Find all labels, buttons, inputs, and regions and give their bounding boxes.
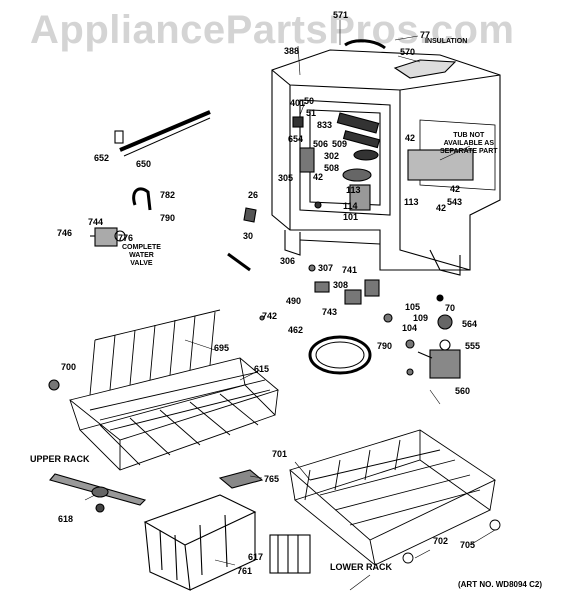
part-label: 701 xyxy=(272,449,288,459)
part-label: 790 xyxy=(160,213,176,223)
part-label: 51 xyxy=(306,108,317,118)
part-label: 42 xyxy=(450,184,461,194)
part-label: 307 xyxy=(318,263,334,273)
part-label: 508 xyxy=(324,163,340,173)
part-label: 101 xyxy=(343,212,359,222)
part-label: 114 xyxy=(343,201,358,211)
part-label: 765 xyxy=(264,474,280,484)
part-label: 743 xyxy=(322,307,338,317)
caption-lower-rack: LOWER RACK xyxy=(330,562,392,572)
part-label: 109 xyxy=(413,313,429,323)
caption-insulation: INSULATION xyxy=(425,38,468,45)
part-label: 571 xyxy=(333,10,349,20)
door-spring-link xyxy=(227,252,251,272)
part-label: 506 xyxy=(313,139,329,149)
part-label: 702 xyxy=(433,536,449,546)
part-label: 654 xyxy=(288,134,304,144)
part-label: 462 xyxy=(288,325,304,335)
small-hardware xyxy=(48,264,415,391)
part-label: 761 xyxy=(237,566,253,576)
basket-cover xyxy=(218,469,264,489)
dishwasher-tub xyxy=(271,49,501,276)
part-label: 26 xyxy=(248,190,259,200)
part-label: 705 xyxy=(460,540,476,550)
art-number: (ART NO. WD8094 C2) xyxy=(457,580,542,589)
caption-upper-rack: UPPER RACK xyxy=(30,454,90,464)
part-label: 555 xyxy=(465,341,481,351)
part-label: 308 xyxy=(333,280,349,290)
silverware-basket xyxy=(143,494,257,591)
part-label: 741 xyxy=(342,265,358,275)
part-label: 509 xyxy=(332,139,348,149)
drain-hose xyxy=(308,335,372,375)
tub-top-insulation xyxy=(344,39,457,79)
part-label: 42 xyxy=(313,172,324,182)
watermark: AppliancePartsPros.com xyxy=(30,8,515,52)
part-label: 615 xyxy=(254,364,270,374)
part-label: 618 xyxy=(58,514,74,524)
part-label: 302 xyxy=(324,151,340,161)
part-label: 490 xyxy=(286,296,302,306)
hinge-part xyxy=(243,207,257,223)
part-label: 570 xyxy=(400,47,416,57)
part-label: 104 xyxy=(402,323,418,333)
small-basket xyxy=(269,534,311,574)
motor-pump-assembly xyxy=(417,294,461,379)
upper-rack xyxy=(69,309,279,471)
part-label: 617 xyxy=(248,552,264,562)
part-label: 652 xyxy=(94,153,110,163)
part-label: 113 xyxy=(404,197,419,207)
part-label: 77 xyxy=(420,30,431,40)
part-label: 388 xyxy=(284,46,300,56)
lower-rack xyxy=(289,429,501,566)
caption-complete-water-valve: COMPLETE WATER VALVE xyxy=(122,244,161,267)
part-label: 105 xyxy=(405,302,421,312)
part-label: 564 xyxy=(462,319,478,329)
part-label: 306 xyxy=(280,256,296,266)
part-label: 744 xyxy=(88,217,104,227)
leader-lines xyxy=(84,20,496,591)
part-label: 42 xyxy=(405,133,416,143)
part-label: 30 xyxy=(243,231,254,241)
part-label: 401 xyxy=(290,98,306,108)
part-label: 782 xyxy=(160,190,176,200)
part-label: 746 xyxy=(57,228,73,238)
part-label: 113 xyxy=(346,185,361,195)
part-label: 70 xyxy=(445,303,456,313)
rack-rails xyxy=(114,110,211,157)
caption-tub-not-available: TUB NOT AVAILABLE AS SEPARATE PART xyxy=(440,132,498,155)
part-label: 695 xyxy=(214,343,230,353)
part-label: 560 xyxy=(455,386,471,396)
inlet-tube xyxy=(132,187,152,211)
part-label: 742 xyxy=(262,311,278,321)
water-valve xyxy=(90,227,126,247)
part-label: 650 xyxy=(136,159,152,169)
part-label: 700 xyxy=(61,362,77,372)
part-label: 776 xyxy=(118,233,134,243)
part-label: 42 xyxy=(436,203,447,213)
spray-and-wash-components xyxy=(292,112,474,211)
part-label: 50 xyxy=(304,96,315,106)
part-label: 305 xyxy=(278,173,294,183)
lower-spray-arm xyxy=(49,473,147,513)
part-label: 790 xyxy=(377,341,393,351)
part-label: 833 xyxy=(317,120,333,130)
part-label: 543 xyxy=(447,197,463,207)
